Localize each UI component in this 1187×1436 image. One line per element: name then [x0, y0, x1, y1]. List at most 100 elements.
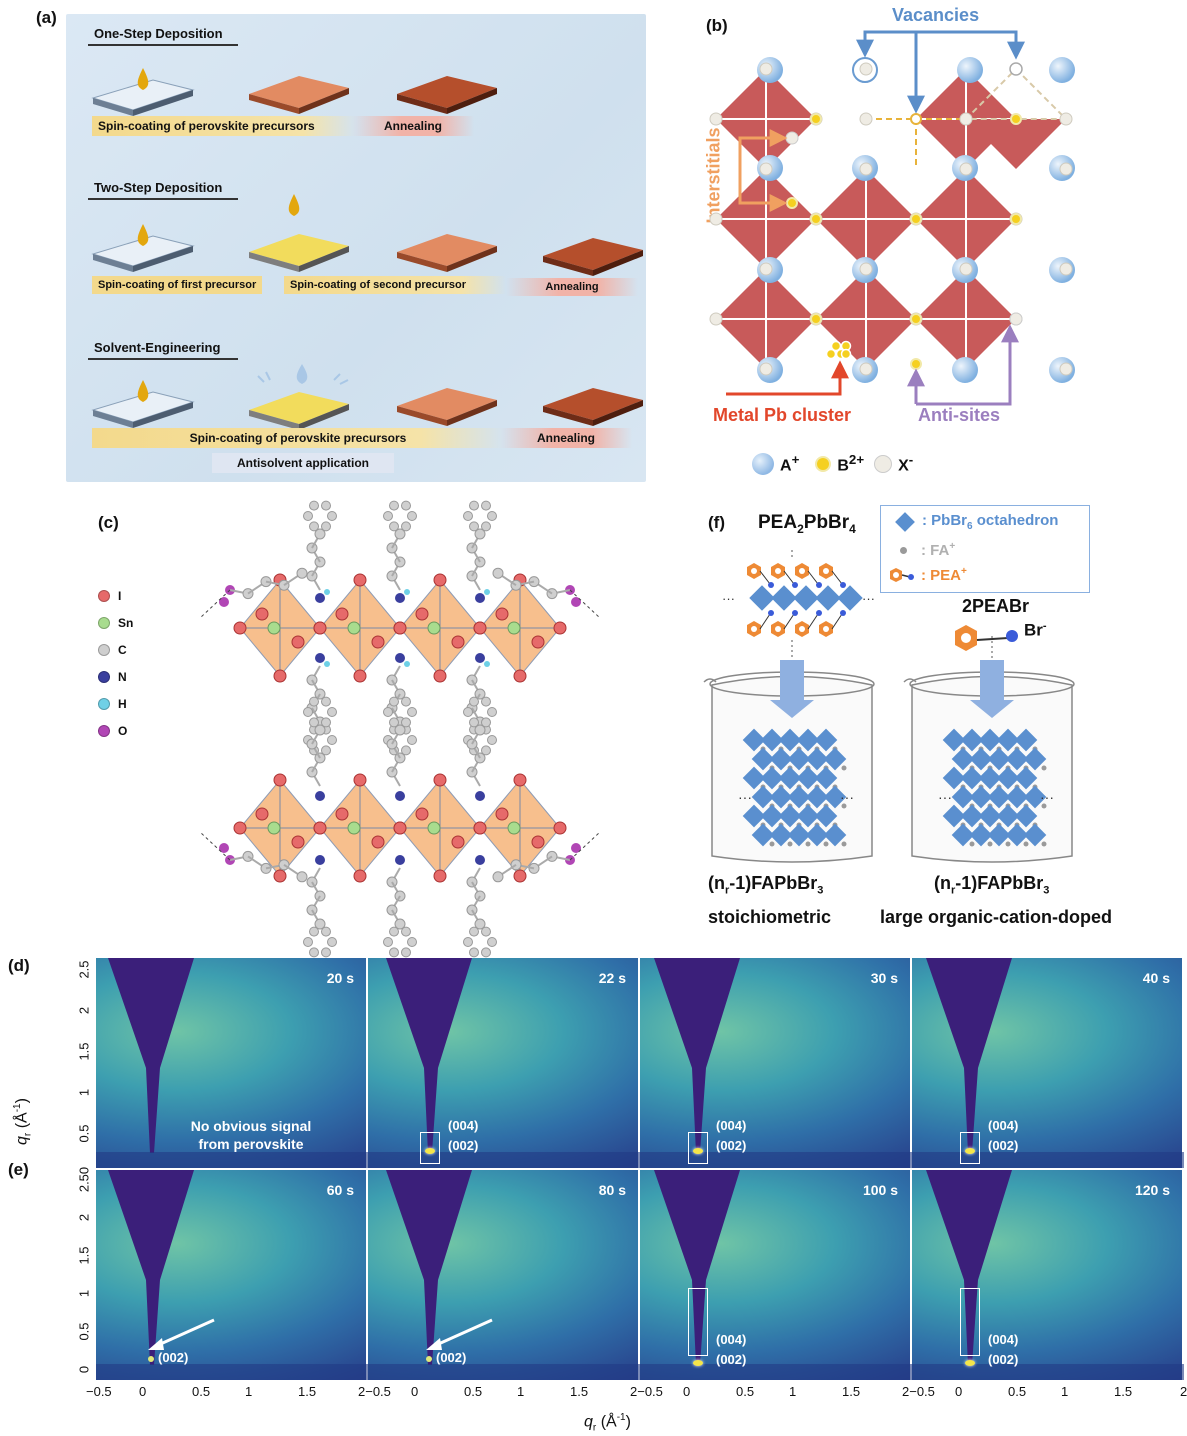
y-tick-label: 1.5: [76, 1042, 92, 1061]
b-site: [1010, 213, 1022, 225]
carbon-atom: [469, 521, 479, 532]
iodine-atom: [273, 669, 287, 683]
tin-atom: [427, 621, 441, 635]
beamstop-shadow: [640, 958, 912, 1168]
iodine-atom: [353, 773, 367, 787]
x-tick-label: 1.5: [570, 1384, 589, 1399]
tin-atom: [347, 821, 361, 835]
pbbr6-octahedron: [793, 585, 819, 611]
arrow-icon: [148, 1318, 215, 1350]
carbon-atom: [487, 707, 497, 717]
peak-label: (004): [716, 1118, 747, 1133]
legend-element-h: H: [98, 697, 127, 711]
iodine-atom: [433, 573, 447, 587]
a-site: [957, 57, 983, 83]
step-spin-coating-1: Spin-coating of perovskite precursors: [92, 116, 356, 136]
x-site: [709, 212, 723, 226]
svg-text:···: ···: [840, 789, 854, 805]
giwaxs-frame: 80 s(002): [368, 1170, 640, 1380]
substrate-with-drop-2: [91, 224, 195, 272]
pbbr6-octahedron: [996, 804, 1020, 828]
carbon-atom: [492, 871, 504, 883]
a-site: [1049, 57, 1075, 83]
carbon-atom: [327, 707, 337, 717]
arrow-shaft: [780, 660, 804, 700]
iodine-atom: [291, 835, 305, 849]
pb-cluster-atom: [840, 348, 852, 360]
2d-tin-perovskite-crystal-structure: [199, 500, 601, 958]
iodine-atom: [353, 869, 367, 883]
carbon-atom: [481, 500, 491, 511]
film-yellow-antisolvent: [249, 364, 349, 430]
f-legend-fa: : FA+: [900, 541, 955, 559]
pea-icon: [890, 568, 914, 582]
pbbr6-octahedron: [1005, 823, 1029, 847]
y-tick-label: 2.5: [76, 960, 92, 979]
carbon-atom: [481, 696, 491, 707]
frame-time-label: 22 s: [598, 970, 626, 986]
nitrogen-atom: [395, 653, 405, 663]
tin-atom: [507, 821, 521, 835]
substrate-with-drop-3: [91, 380, 195, 428]
legend-element-sn: Sn: [98, 616, 133, 630]
iodine-atom: [495, 607, 509, 621]
beamstop-shadow: [96, 958, 368, 1168]
carbon-atom: [309, 500, 319, 511]
carbon-atom: [389, 926, 399, 937]
formula-left: (nr-1)FAPbBr3: [708, 873, 824, 897]
giwaxs-frame: 30 s(004)(002): [640, 958, 912, 1168]
peak-label: (004): [448, 1118, 479, 1133]
fa-cation: [969, 841, 975, 847]
carbon-atom: [487, 735, 497, 745]
peak-label: (002): [716, 1352, 747, 1367]
carbon-atom: [401, 947, 411, 958]
pb-cluster-atom: [825, 348, 837, 360]
legend-element-n: N: [98, 670, 127, 684]
drop-above-yellow-film: [288, 194, 300, 216]
diffraction-spot: [965, 1360, 975, 1366]
x-tick-label: 1.5: [298, 1384, 317, 1399]
peak-label: (002): [716, 1138, 747, 1153]
carbon-atom: [327, 511, 337, 521]
nitrogen-atom: [315, 791, 325, 801]
step-antisolvent: Antisolvent application: [212, 453, 394, 473]
x-site: [1059, 262, 1073, 276]
legend-x-sphere: [874, 454, 893, 473]
legend-element-label: Sn: [118, 616, 134, 630]
carbon-atom: [407, 707, 417, 717]
interstitial-b: [786, 197, 798, 209]
f-left-title: PEA2PbBr4: [758, 512, 856, 536]
carbon-atom: [463, 511, 473, 521]
no-signal-note: from perovskite: [198, 1136, 304, 1152]
x-tick-label: −0.5: [86, 1384, 112, 1399]
x-site: [759, 62, 773, 76]
hydrogen-atom: [404, 661, 410, 667]
nitrogen-atom: [475, 791, 485, 801]
pbbr6-octahedron: [771, 585, 797, 611]
iodine-atom: [415, 607, 429, 621]
iodine-atom: [371, 835, 385, 849]
carbon-atom: [401, 745, 411, 756]
carbon-atom: [303, 707, 313, 717]
carbon-atom: [309, 521, 319, 532]
f-right-title: 2PEABr: [962, 596, 1030, 616]
caption-cation-doped: large organic-cation-doped: [880, 907, 1113, 927]
giwaxs-frame: 40 s(004)(002): [912, 958, 1184, 1168]
carbon-atom: [383, 707, 393, 717]
x-tick-label: 0: [411, 1384, 419, 1399]
x-tick-label: 0.5: [192, 1384, 211, 1399]
step-spin-coating-3: Spin-coating of perovskite precursors: [92, 428, 504, 448]
carbon-atom: [469, 696, 479, 707]
fa-cation: [1041, 841, 1047, 847]
x-axis-label: qr (Å-1): [584, 1412, 631, 1434]
carbon-atom: [474, 918, 486, 930]
carbon-atom: [401, 696, 411, 707]
beamstop-shadow: [912, 958, 1184, 1168]
iodine-atom: [473, 621, 487, 635]
legend-b-sphere: [815, 455, 832, 472]
atom-color-swatch: [98, 617, 110, 629]
tin-atom: [267, 821, 281, 835]
x-site: [709, 312, 723, 326]
legend-element-label: O: [118, 724, 128, 738]
